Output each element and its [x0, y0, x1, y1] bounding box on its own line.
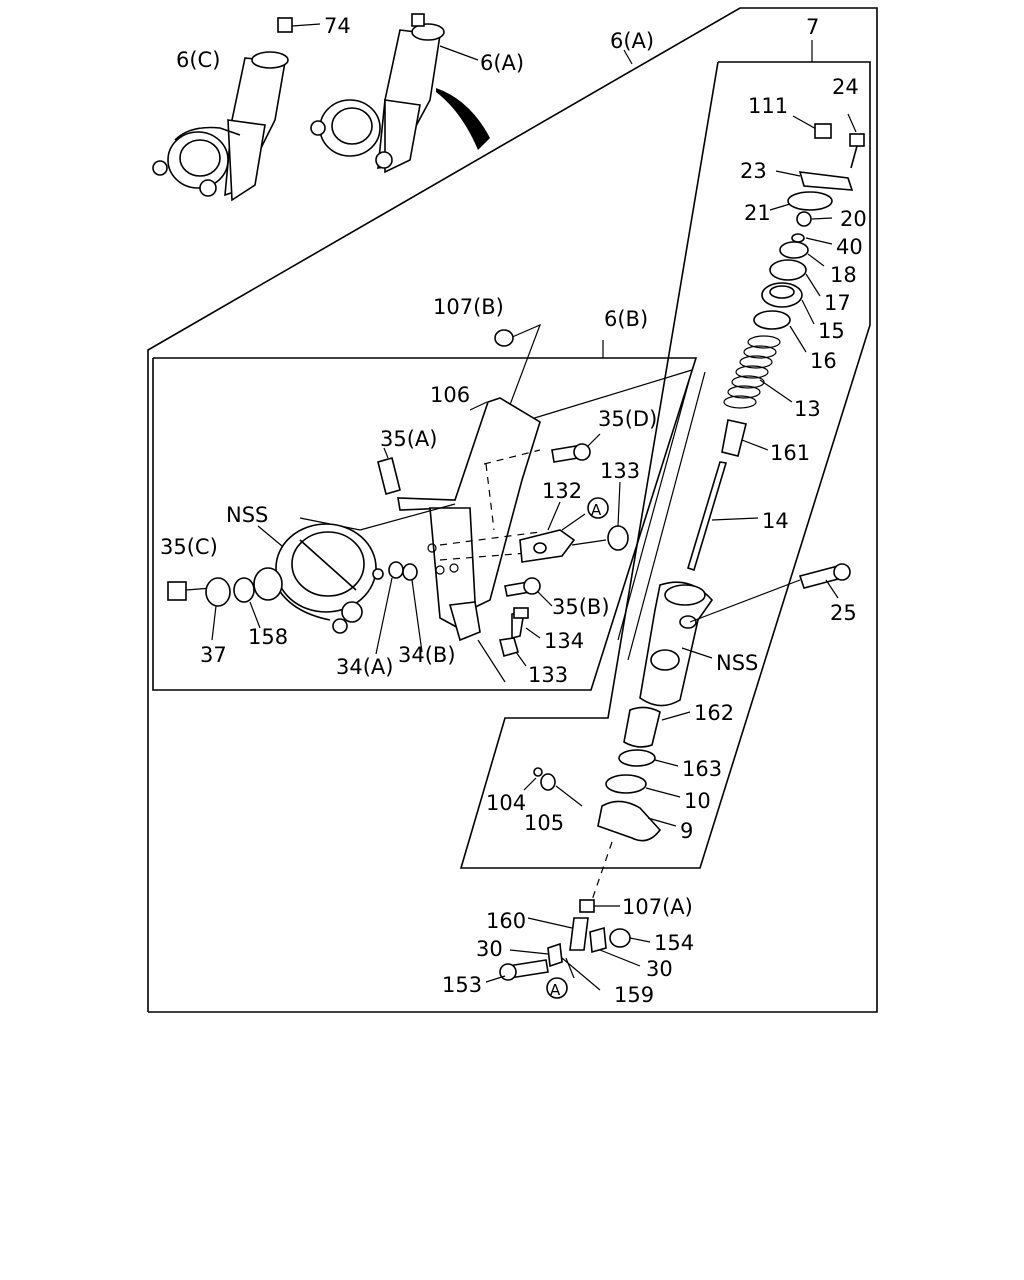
label-35b: 35(B) — [552, 595, 610, 619]
bracket-assembly — [299, 323, 542, 683]
label-23: 23 — [740, 159, 767, 183]
column-seal-parts — [753, 191, 833, 353]
label-7: 7 — [806, 15, 819, 39]
label-105: 105 — [524, 811, 564, 835]
label-161: 161 — [770, 441, 810, 465]
label-132: 132 — [542, 479, 582, 503]
label-35c: 35(C) — [160, 535, 218, 559]
label-163: 163 — [682, 757, 722, 781]
label-30-right: 30 — [646, 957, 673, 981]
frame-7 — [459, 40, 871, 869]
label-160: 160 — [486, 909, 526, 933]
label-6b: 6(B) — [604, 307, 648, 331]
label-37: 37 — [200, 643, 227, 667]
label-107a: 107(A) — [622, 895, 693, 919]
rod-parts — [687, 419, 769, 572]
label-nss-left: NSS — [226, 503, 268, 527]
label-18: 18 — [830, 263, 857, 287]
label-21: 21 — [744, 201, 771, 225]
label-30-left: 30 — [476, 937, 503, 961]
label-104: 104 — [486, 791, 526, 815]
label-6c: 6(C) — [176, 48, 220, 72]
label-15: 15 — [818, 319, 845, 343]
label-10: 10 — [684, 789, 711, 813]
bracket-fasteners — [377, 433, 601, 667]
parts-132-133 — [519, 481, 629, 563]
label-a-mid: A — [591, 501, 602, 519]
label-162: 162 — [694, 701, 734, 725]
label-14: 14 — [762, 509, 789, 533]
column-lower-parts — [591, 706, 691, 901]
label-133-top: 133 — [600, 459, 640, 483]
column-housing — [639, 563, 851, 707]
label-20: 20 — [840, 207, 867, 231]
label-159: 159 — [614, 983, 654, 1007]
label-6a-top: 6(A) — [480, 51, 524, 75]
label-111: 111 — [748, 94, 788, 118]
labels: 74 6(C) 6(A) 6(A) 7 111 24 23 21 20 40 1… — [160, 14, 867, 1007]
assembly-6c — [152, 17, 321, 202]
label-154: 154 — [654, 931, 694, 955]
label-nss-right: NSS — [716, 651, 758, 675]
parts-104-105 — [523, 767, 583, 807]
label-16: 16 — [810, 349, 837, 373]
label-a-bot: A — [550, 981, 561, 999]
label-74: 74 — [324, 14, 351, 38]
label-13: 13 — [794, 397, 821, 421]
outer-frame — [147, 7, 878, 1013]
label-34a: 34(A) — [336, 655, 393, 679]
column-top-parts — [775, 113, 865, 191]
bottom-parts — [485, 899, 651, 999]
label-34b: 34(B) — [398, 643, 456, 667]
label-9: 9 — [680, 819, 693, 843]
label-25: 25 — [830, 601, 857, 625]
guide-lines — [527, 369, 706, 661]
label-24: 24 — [832, 75, 859, 99]
label-133-bot: 133 — [528, 663, 568, 687]
frame-6b — [152, 340, 698, 691]
label-35d: 35(D) — [598, 407, 657, 431]
assembly-6a — [310, 13, 633, 174]
left-housing — [167, 523, 423, 655]
spring-13 — [723, 335, 793, 409]
label-35a: 35(A) — [380, 427, 437, 451]
label-40: 40 — [836, 235, 863, 259]
label-134: 134 — [544, 629, 584, 653]
label-6a-frame: 6(A) — [610, 29, 654, 53]
label-153: 153 — [442, 973, 482, 997]
label-106: 106 — [430, 383, 470, 407]
label-17: 17 — [824, 291, 851, 315]
label-158: 158 — [248, 625, 288, 649]
label-107b: 107(B) — [433, 295, 504, 319]
